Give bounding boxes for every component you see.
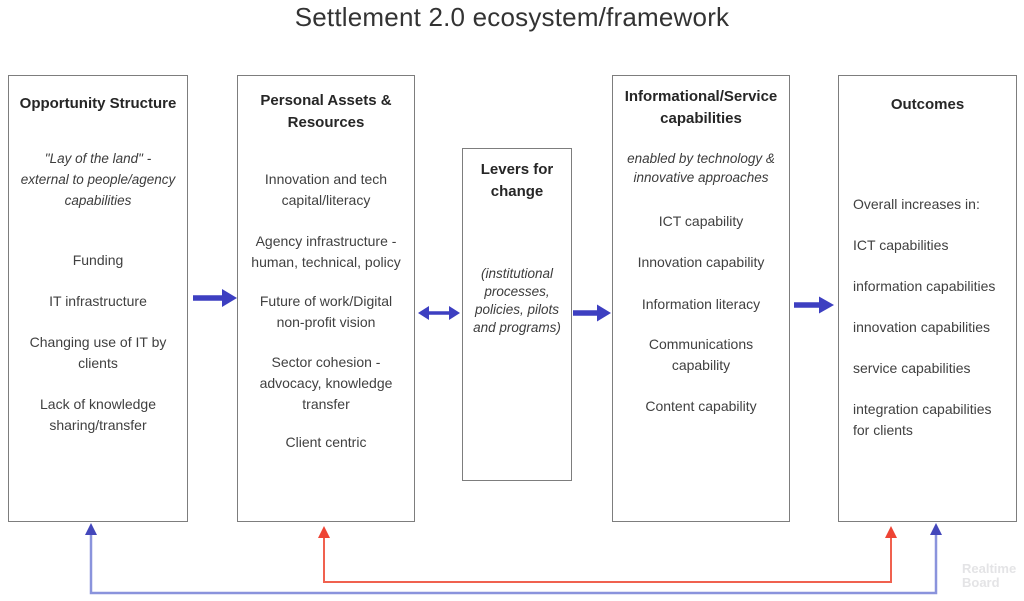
box-subtitle: (institutional processes, policies, pilo… <box>473 266 561 335</box>
list-item: Future of work/Digital non-profit vision <box>259 293 393 330</box>
list-item: integration capabilities for clients <box>853 401 992 438</box>
arrow-levers-to-capabilities <box>573 304 611 322</box>
list-item: IT infrastructure <box>49 293 147 309</box>
box-opportunity-structure: Opportunity Structure "Lay of the land" … <box>8 75 188 522</box>
box-subtitle: enabled by technology & innovative appro… <box>627 151 775 185</box>
list-item: Information literacy <box>641 296 761 312</box>
watermark-line: Realtime <box>962 561 1017 576</box>
list-item: Communications capability <box>648 336 754 373</box>
list-item: Innovation capability <box>637 254 765 270</box>
list-item: Agency infrastructure - human, technical… <box>251 233 401 270</box>
arrow-capabilities-to-outcomes <box>794 296 834 314</box>
list-item: ICT capability <box>658 213 744 229</box>
list-item: Content capability <box>645 398 757 414</box>
box-title: Levers for change <box>480 161 554 200</box>
feedback-loop-outcomes-opportunity <box>85 523 942 595</box>
list-item: ICT capabilities <box>853 237 949 253</box>
feedback-loop-outcomes-assets <box>318 526 897 583</box>
list-item: Changing use of IT by clients <box>29 334 167 371</box>
list-item: information capabilities <box>853 278 996 294</box>
list-item: Sector cohesion - advocacy, knowledge tr… <box>259 354 393 412</box>
box-subtitle: "Lay of the land" - external to people/a… <box>20 151 176 208</box>
list-item: service capabilities <box>853 360 971 376</box>
list-item: Overall increases in: <box>853 196 980 212</box>
list-item: Client centric <box>285 434 367 450</box>
list-item: Funding <box>72 252 124 268</box>
box-personal-assets-resources: Personal Assets & Resources Innovation a… <box>237 75 415 522</box>
list-item: innovation capabilities <box>853 319 990 335</box>
list-item: Lack of knowledge sharing/transfer <box>40 396 156 433</box>
box-title: Informational/Service capabilities <box>624 88 778 127</box>
box-levers-for-change: Levers for change (institutional process… <box>462 148 572 481</box>
diagram-title: Settlement 2.0 ecosystem/framework <box>294 2 730 32</box>
box-title: Opportunity Structure <box>19 95 177 112</box>
box-informational-service-capabilities: Informational/Service capabilities enabl… <box>612 75 790 522</box>
arrow-assets-levers-bidirectional <box>418 306 460 320</box>
realtime-board-watermark: Realtime Board <box>962 562 1016 590</box>
box-outcomes: Outcomes Overall increases in: ICT capab… <box>838 75 1017 522</box>
arrow-opportunity-to-assets <box>193 289 237 307</box>
list-item: Innovation and tech capital/literacy <box>264 171 388 208</box>
box-title: Outcomes <box>890 96 965 113</box>
watermark-line: Board <box>962 575 1000 590</box>
box-title: Personal Assets & Resources <box>260 92 392 131</box>
